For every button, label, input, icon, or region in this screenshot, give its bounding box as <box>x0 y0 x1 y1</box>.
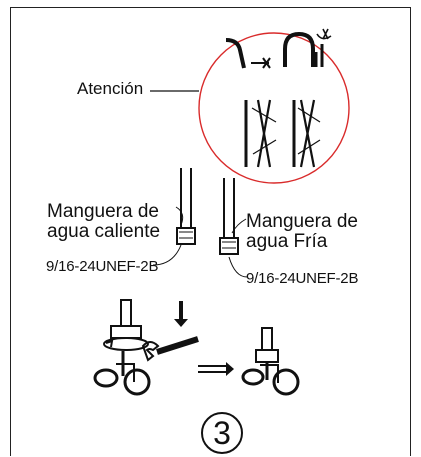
twisted-hose-2 <box>256 99 272 168</box>
hot-thread-callout-line <box>152 244 182 266</box>
cold-hose-nut-icon <box>219 237 239 255</box>
attention-circle <box>198 32 350 184</box>
hot-water-hose-label: Manguera de agua caliente <box>47 202 160 242</box>
hose-loop-icon <box>283 31 315 67</box>
hot-hose-nut-icon <box>176 227 196 245</box>
left-connection-nut-icon <box>110 325 142 339</box>
main-hoses <box>176 168 239 255</box>
top-border-line <box>10 7 411 8</box>
wrong-cross-mark-3 <box>297 107 321 123</box>
cold-hose-label-line-1: Manguera de <box>246 211 358 232</box>
cross-mark-icon <box>262 57 271 69</box>
wrench-head-icon <box>141 341 160 362</box>
right-valve-handle-icon <box>241 368 265 386</box>
callout-lines <box>152 206 248 278</box>
cold-hose-callout-line <box>231 218 247 234</box>
valve-install-right <box>241 327 300 396</box>
hot-hose-label-line-2: agua caliente <box>47 220 161 242</box>
left-valve-handle-icon <box>93 368 119 388</box>
wrong-cross-mark-1 <box>251 107 277 123</box>
right-valve-head-icon <box>272 368 300 396</box>
wrong-cross-mark-2 <box>252 139 277 155</box>
left-valve-head-icon <box>123 368 151 396</box>
cold-thread-callout-line <box>228 256 248 278</box>
straight-hose-mini <box>314 44 324 67</box>
left-hose-stub <box>120 299 132 327</box>
left-valve-body <box>116 363 135 382</box>
cold-hose-label-line-2: agua Fría <box>246 230 328 252</box>
step-number-badge: 3 <box>201 412 243 454</box>
hot-hose-callout-line <box>175 206 184 226</box>
right-valve-body <box>260 364 279 383</box>
right-hose-stub <box>261 327 273 351</box>
cold-water-hose-label: Manguera de agua Fría <box>246 212 358 252</box>
wrench-handle-icon <box>156 336 199 355</box>
attention-label: Atención <box>77 79 144 98</box>
small-cross-icon <box>322 28 329 40</box>
down-arrow-head-icon <box>174 319 188 327</box>
right-border-line <box>410 7 411 456</box>
straight-vs-twisted-hoses <box>244 99 321 168</box>
hose-bend-left <box>225 38 246 69</box>
hot-hose-label-line-1: Manguera de <box>47 201 159 222</box>
right-connection-nut-icon <box>255 349 279 363</box>
left-border-line <box>10 7 11 456</box>
left-rotation-arrow-icon <box>105 339 114 348</box>
cold-thread-spec: 9/16-24UNEF-2B <box>246 270 359 287</box>
left-rotation-ring-icon <box>103 337 149 351</box>
wrong-bend-illustrations <box>225 28 332 69</box>
step-number: 3 <box>213 415 231 451</box>
wrong-cross-mark-4 <box>297 139 321 155</box>
double-right-arrow-head-icon <box>226 362 234 376</box>
process-arrows <box>174 301 234 376</box>
valve-install-left <box>93 299 151 396</box>
hot-thread-spec: 9/16-24UNEF-2B <box>46 258 159 275</box>
wrench-tool <box>141 336 199 362</box>
twisted-hose-4 <box>299 99 316 168</box>
